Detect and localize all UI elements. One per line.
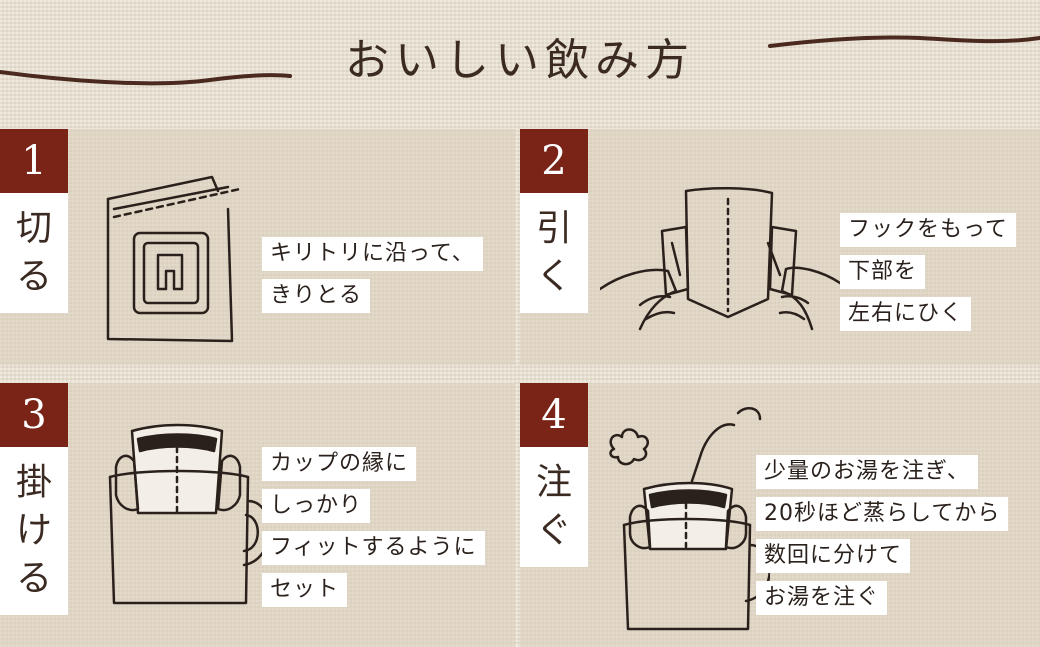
- step-4-panel: 4 注 ぐ 少量のお湯を注ぎ、 20秒ほど蒸らしてから 数回に分けて お湯を注ぐ: [520, 382, 1040, 647]
- step-3-line: カップの縁に: [262, 447, 417, 481]
- step-2-number: 2: [520, 129, 588, 193]
- step-3-text: カップの縁に しっかり フィットするように セット: [262, 447, 485, 607]
- pour-kettle-icon: [600, 397, 770, 637]
- step-4-line: お湯を注ぐ: [756, 581, 888, 615]
- step-3-label-char: る: [15, 558, 52, 599]
- step-3-label-char: け: [15, 510, 52, 551]
- step-4-label: 注 ぐ: [520, 447, 588, 567]
- step-4-text: 少量のお湯を注ぎ、 20秒ほど蒸らしてから 数回に分けて お湯を注ぐ: [756, 455, 1009, 615]
- step-1-panel: 1 切 る キリトリに沿って、 きりとる: [0, 128, 515, 365]
- step-3-line: しっかり: [262, 489, 371, 523]
- step-3-panel: 3 掛 け る カップの縁に しっかり フィットするように セット: [0, 382, 515, 647]
- page-title: おいしい飲み方: [345, 35, 695, 86]
- title-swoosh-left: [0, 35, 1040, 86]
- step-1-label-char: る: [15, 256, 52, 297]
- step-2-label: 引 く: [520, 193, 588, 313]
- header: おいしい飲み方: [0, 0, 1040, 118]
- step-1-number: 1: [0, 129, 68, 193]
- step-4-number: 4: [520, 383, 588, 447]
- step-3-line: フィットするように: [262, 531, 485, 565]
- step-1-label-char: 切: [15, 208, 52, 249]
- step-1-text: キリトリに沿って、 きりとる: [262, 237, 483, 313]
- step-2-text: フックをもって 下部を 左右にひく: [840, 213, 1016, 331]
- step-2-label-char: 引: [535, 208, 572, 249]
- step-3-label: 掛 け る: [0, 447, 68, 615]
- step-1-line: きりとる: [262, 279, 371, 313]
- cup-filter-icon: [96, 417, 266, 617]
- step-4-line: 少量のお湯を注ぎ、: [756, 455, 978, 489]
- step-4-line: 20秒ほど蒸らしてから: [756, 497, 1009, 531]
- step-2-panel: 2 引 く フックをもって 下部を 左右にひく: [520, 128, 1040, 365]
- step-1-label: 切 る: [0, 193, 68, 313]
- step-2-line: フックをもって: [840, 213, 1016, 247]
- pull-hooks-icon: [600, 179, 840, 359]
- step-3-number: 3: [0, 383, 68, 447]
- step-4-line: 数回に分けて: [756, 539, 911, 573]
- step-4-label-char: ぐ: [535, 510, 572, 551]
- cut-bag-icon: [100, 169, 240, 349]
- step-2-label-char: く: [535, 256, 572, 297]
- step-3-label-char: 掛: [15, 462, 52, 503]
- step-3-line: セット: [262, 573, 348, 607]
- step-4-label-char: 注: [535, 462, 572, 503]
- step-2-line: 左右にひく: [840, 297, 972, 331]
- step-1-line: キリトリに沿って、: [262, 237, 483, 271]
- step-2-line: 下部を: [840, 255, 926, 289]
